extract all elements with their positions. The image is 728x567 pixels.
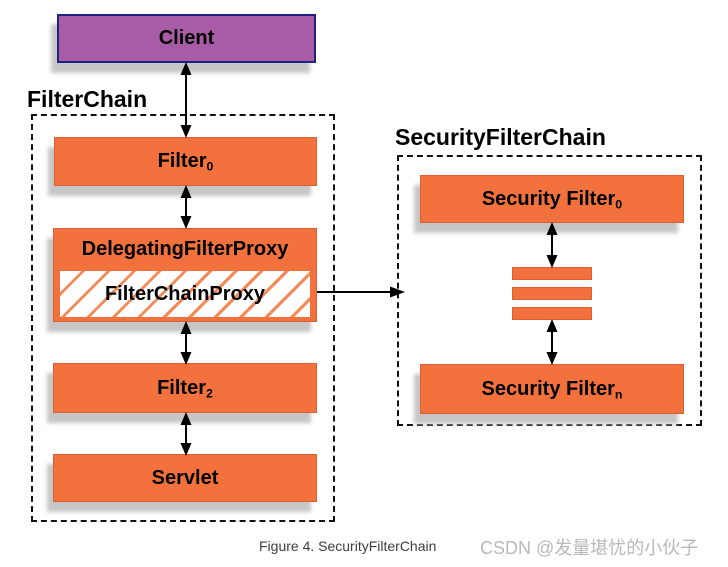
servlet-label: Servlet <box>151 466 219 489</box>
filter2-label: Filter2 <box>157 376 213 400</box>
arrow-filter0-delegatingfilterproxy <box>180 185 192 229</box>
client-node: Client <box>57 14 316 63</box>
csdn-watermark: CSDN @发量堪忧的小伙子 <box>480 538 699 558</box>
securityfilterchain-group-label: SecurityFilterChain <box>395 124 606 150</box>
security-filter0-node: Security Filter0 <box>420 175 684 223</box>
filter-chain-proxy-node: FilterChainProxy <box>58 269 312 319</box>
filter0-label: Filter0 <box>157 150 214 174</box>
client-label: Client <box>158 27 215 49</box>
security-filtern-node: Security Filtern <box>420 364 684 414</box>
figure-caption: Figure 4. SecurityFilterChain <box>259 538 437 554</box>
filterchain-container <box>31 114 335 522</box>
arrow-client-filter0 <box>180 62 192 138</box>
delegating-filter-proxy-label: DelegatingFilterProxy <box>81 237 289 260</box>
arrow-filter2-servlet <box>180 412 192 456</box>
security-filtern-label: Security Filtern <box>481 377 623 401</box>
security-filter-ellipsis-bar-1 <box>512 267 592 280</box>
arrow-securityfilter0-bars <box>546 222 558 268</box>
filter0-node: Filter0 <box>54 137 317 186</box>
arrow-delegatingfilterproxy-filter2 <box>180 321 192 365</box>
security-filter0-label: Security Filter0 <box>481 187 623 211</box>
delegating-filter-proxy-node: DelegatingFilterProxy FilterChainProxy <box>53 228 317 322</box>
arrow-bars-securityfiltern <box>546 319 558 365</box>
arrow-filterchainproxy-securityfilterchain <box>317 286 405 298</box>
filterchain-group-label: FilterChain <box>27 86 148 112</box>
security-filter-ellipsis-bar-2 <box>512 287 592 300</box>
filter-chain-proxy-label: FilterChainProxy <box>104 282 266 305</box>
servlet-node: Servlet <box>53 454 317 502</box>
filter2-node: Filter2 <box>53 363 317 413</box>
